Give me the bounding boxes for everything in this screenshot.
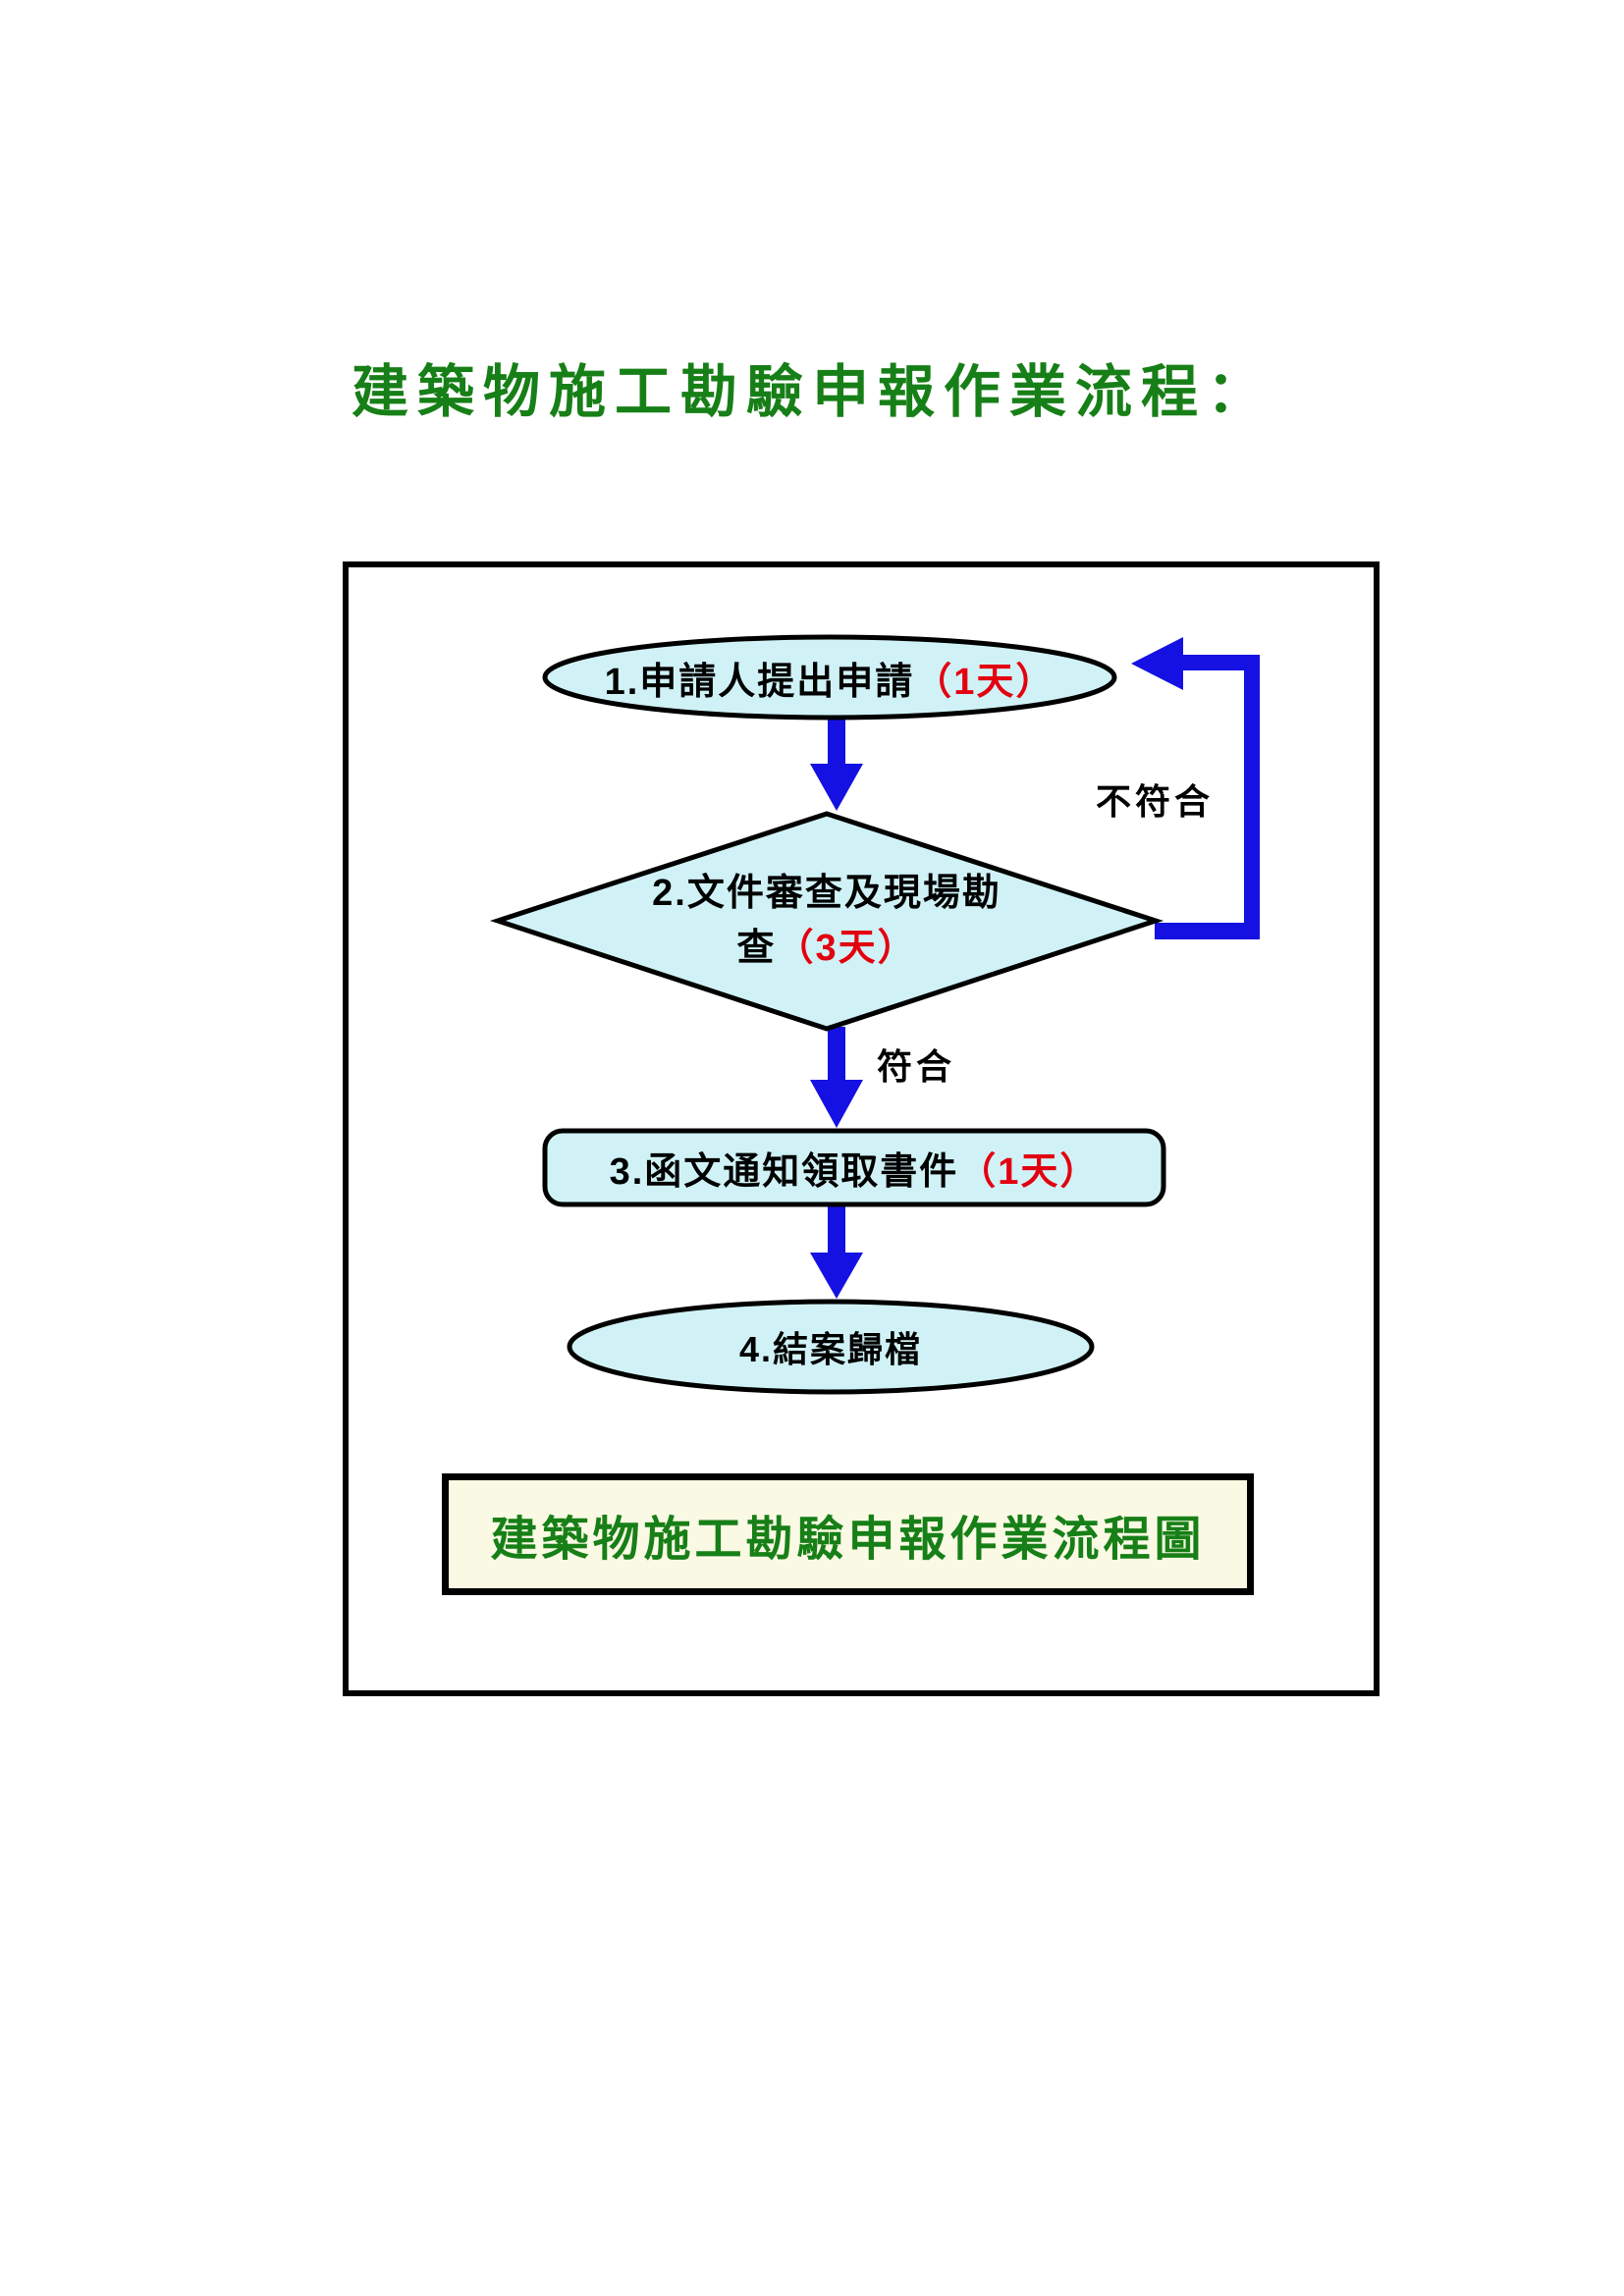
node-3-duration: （1天）	[958, 1151, 1100, 1193]
node-3-label-text: 3.函文通知領取書件	[609, 1151, 959, 1193]
arrow-step2-to-step3	[810, 1027, 863, 1128]
arrow-step3-to-step4	[810, 1203, 863, 1299]
node-1-label-text: 1.申請人提出申請	[604, 661, 915, 703]
node-2-label-line1: 2.文件審查及現場勘	[652, 873, 1001, 914]
arrow-step1-to-step2	[810, 705, 863, 811]
caption-box: 建築物施工勘驗申報作業流程圖	[442, 1473, 1254, 1595]
edge-label-match: 符合	[877, 1046, 956, 1087]
node-2-duration: （3天）	[776, 928, 917, 969]
diagram-frame	[343, 561, 1380, 1696]
node-2-label-line2-text: 查	[736, 928, 777, 969]
node-1-duration: （1天）	[914, 661, 1056, 703]
arrow-feedback-loop	[1131, 637, 1260, 939]
node-2-label-line2: 查（3天）	[498, 921, 1156, 976]
caption-text: 建築物施工勘驗申報作業流程圖	[490, 1514, 1206, 1566]
node-2-diamond	[489, 811, 1164, 1032]
node-4-ellipse	[567, 1299, 1095, 1395]
node-4-label-text: 4.結案歸檔	[738, 1329, 923, 1369]
node-4-label: 4.結案歸檔	[569, 1309, 1092, 1384]
page-title: 建築物施工勘驗申報作業流程：	[351, 360, 1272, 424]
node-2-label: 2.文件審查及現場勘 查（3天）	[498, 866, 1156, 980]
node-1-ellipse	[542, 634, 1117, 721]
node-1-label: 1.申請人提出申請（1天）	[545, 638, 1114, 717]
node-3-label: 3.函文通知領取書件（1天）	[545, 1131, 1164, 1204]
node-3-rounded-rect	[542, 1128, 1166, 1207]
edge-label-no-match: 不符合	[1096, 781, 1215, 822]
